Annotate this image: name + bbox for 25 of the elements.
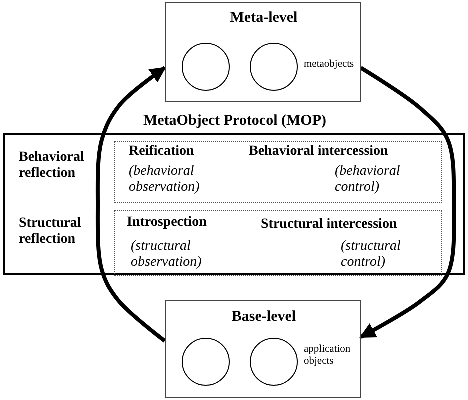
dotted-box (114, 141, 442, 203)
heading: Behavioral reflection (19, 150, 86, 182)
arrow (96, 66, 166, 343)
object-circle (250, 43, 298, 91)
description: (structural observation) (131, 239, 203, 272)
arrow (360, 66, 456, 339)
description: (structural control) (341, 239, 402, 272)
heading: Behavioral intercession (249, 144, 390, 160)
heading: Structural intercession (261, 217, 398, 234)
dotted-box (114, 210, 442, 276)
label: metaobjects (304, 59, 356, 72)
heading: Reification (129, 144, 196, 160)
label: application objects (304, 344, 352, 368)
level-box (165, 300, 361, 398)
heading: Meta-level (229, 10, 299, 28)
description: (behavioral observation) (129, 164, 201, 196)
object-circle (182, 43, 230, 91)
description: (behavioral control) (335, 164, 402, 196)
heading: Introspection (127, 215, 208, 232)
heading: Base-level (230, 309, 298, 326)
heading: Structural reflection (19, 216, 82, 248)
level-box (165, 2, 361, 102)
object-circle (250, 338, 298, 386)
heading: MetaObject Protocol (MOP) (142, 113, 328, 130)
object-circle (182, 338, 230, 386)
